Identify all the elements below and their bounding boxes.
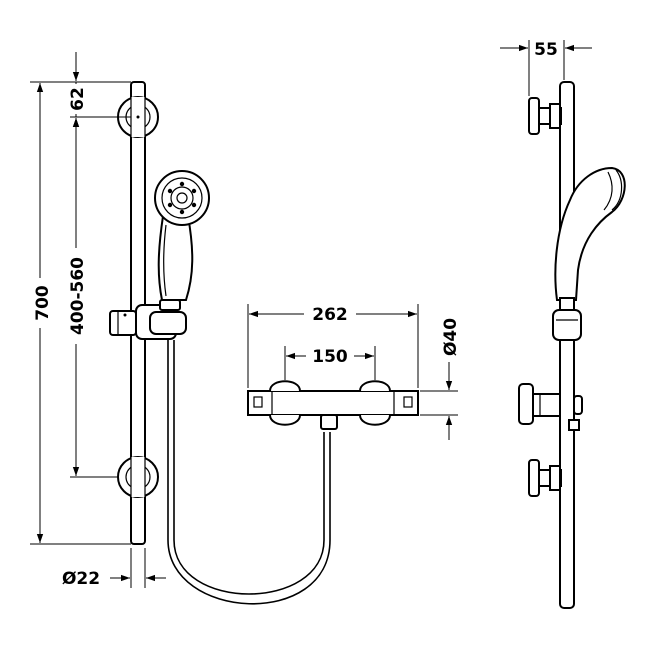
bottom-wall-bracket: [117, 456, 159, 498]
rail-diameter-label: Ø22: [62, 569, 100, 589]
top-offset-label: 62: [68, 87, 88, 111]
top-wall-bracket: [117, 96, 159, 138]
dimension-valve-width: 262: [247, 302, 419, 388]
side-valve: [518, 383, 583, 431]
side-depth-label: 55: [534, 40, 558, 60]
front-view-valve: [247, 380, 419, 430]
valve-width-label: 262: [312, 305, 348, 325]
front-view-riser-rail: [109, 81, 331, 605]
dimension-bracket-spacing: 400-560: [64, 118, 118, 478]
side-slider: [552, 309, 582, 341]
valve-body: [247, 390, 419, 416]
dimension-overall-height: 700: [30, 81, 131, 545]
side-top-bracket: [528, 97, 562, 135]
side-view: [518, 81, 626, 609]
dimension-rail-diameter: Ø22: [62, 548, 166, 589]
hand-shower-front: [154, 170, 210, 301]
hand-shower-side: [554, 166, 626, 311]
valve-outlet: [320, 414, 338, 430]
slider-holder: [109, 299, 187, 340]
dimension-valve-centres: 150: [284, 344, 376, 380]
bracket-spacing-label: 400-560: [68, 257, 88, 335]
dimension-valve-diameter: Ø40: [420, 318, 461, 440]
side-bottom-bracket: [528, 459, 562, 497]
dimension-side-depth: 55: [500, 38, 592, 96]
valve-centres-label: 150: [312, 347, 348, 367]
overall-height-label: 700: [33, 285, 53, 321]
right-inlet-elbow: [359, 380, 391, 426]
valve-diameter-label: Ø40: [441, 318, 461, 356]
side-rail-tube: [559, 81, 575, 609]
left-inlet-elbow: [269, 380, 301, 426]
shower-hose: [167, 340, 331, 605]
